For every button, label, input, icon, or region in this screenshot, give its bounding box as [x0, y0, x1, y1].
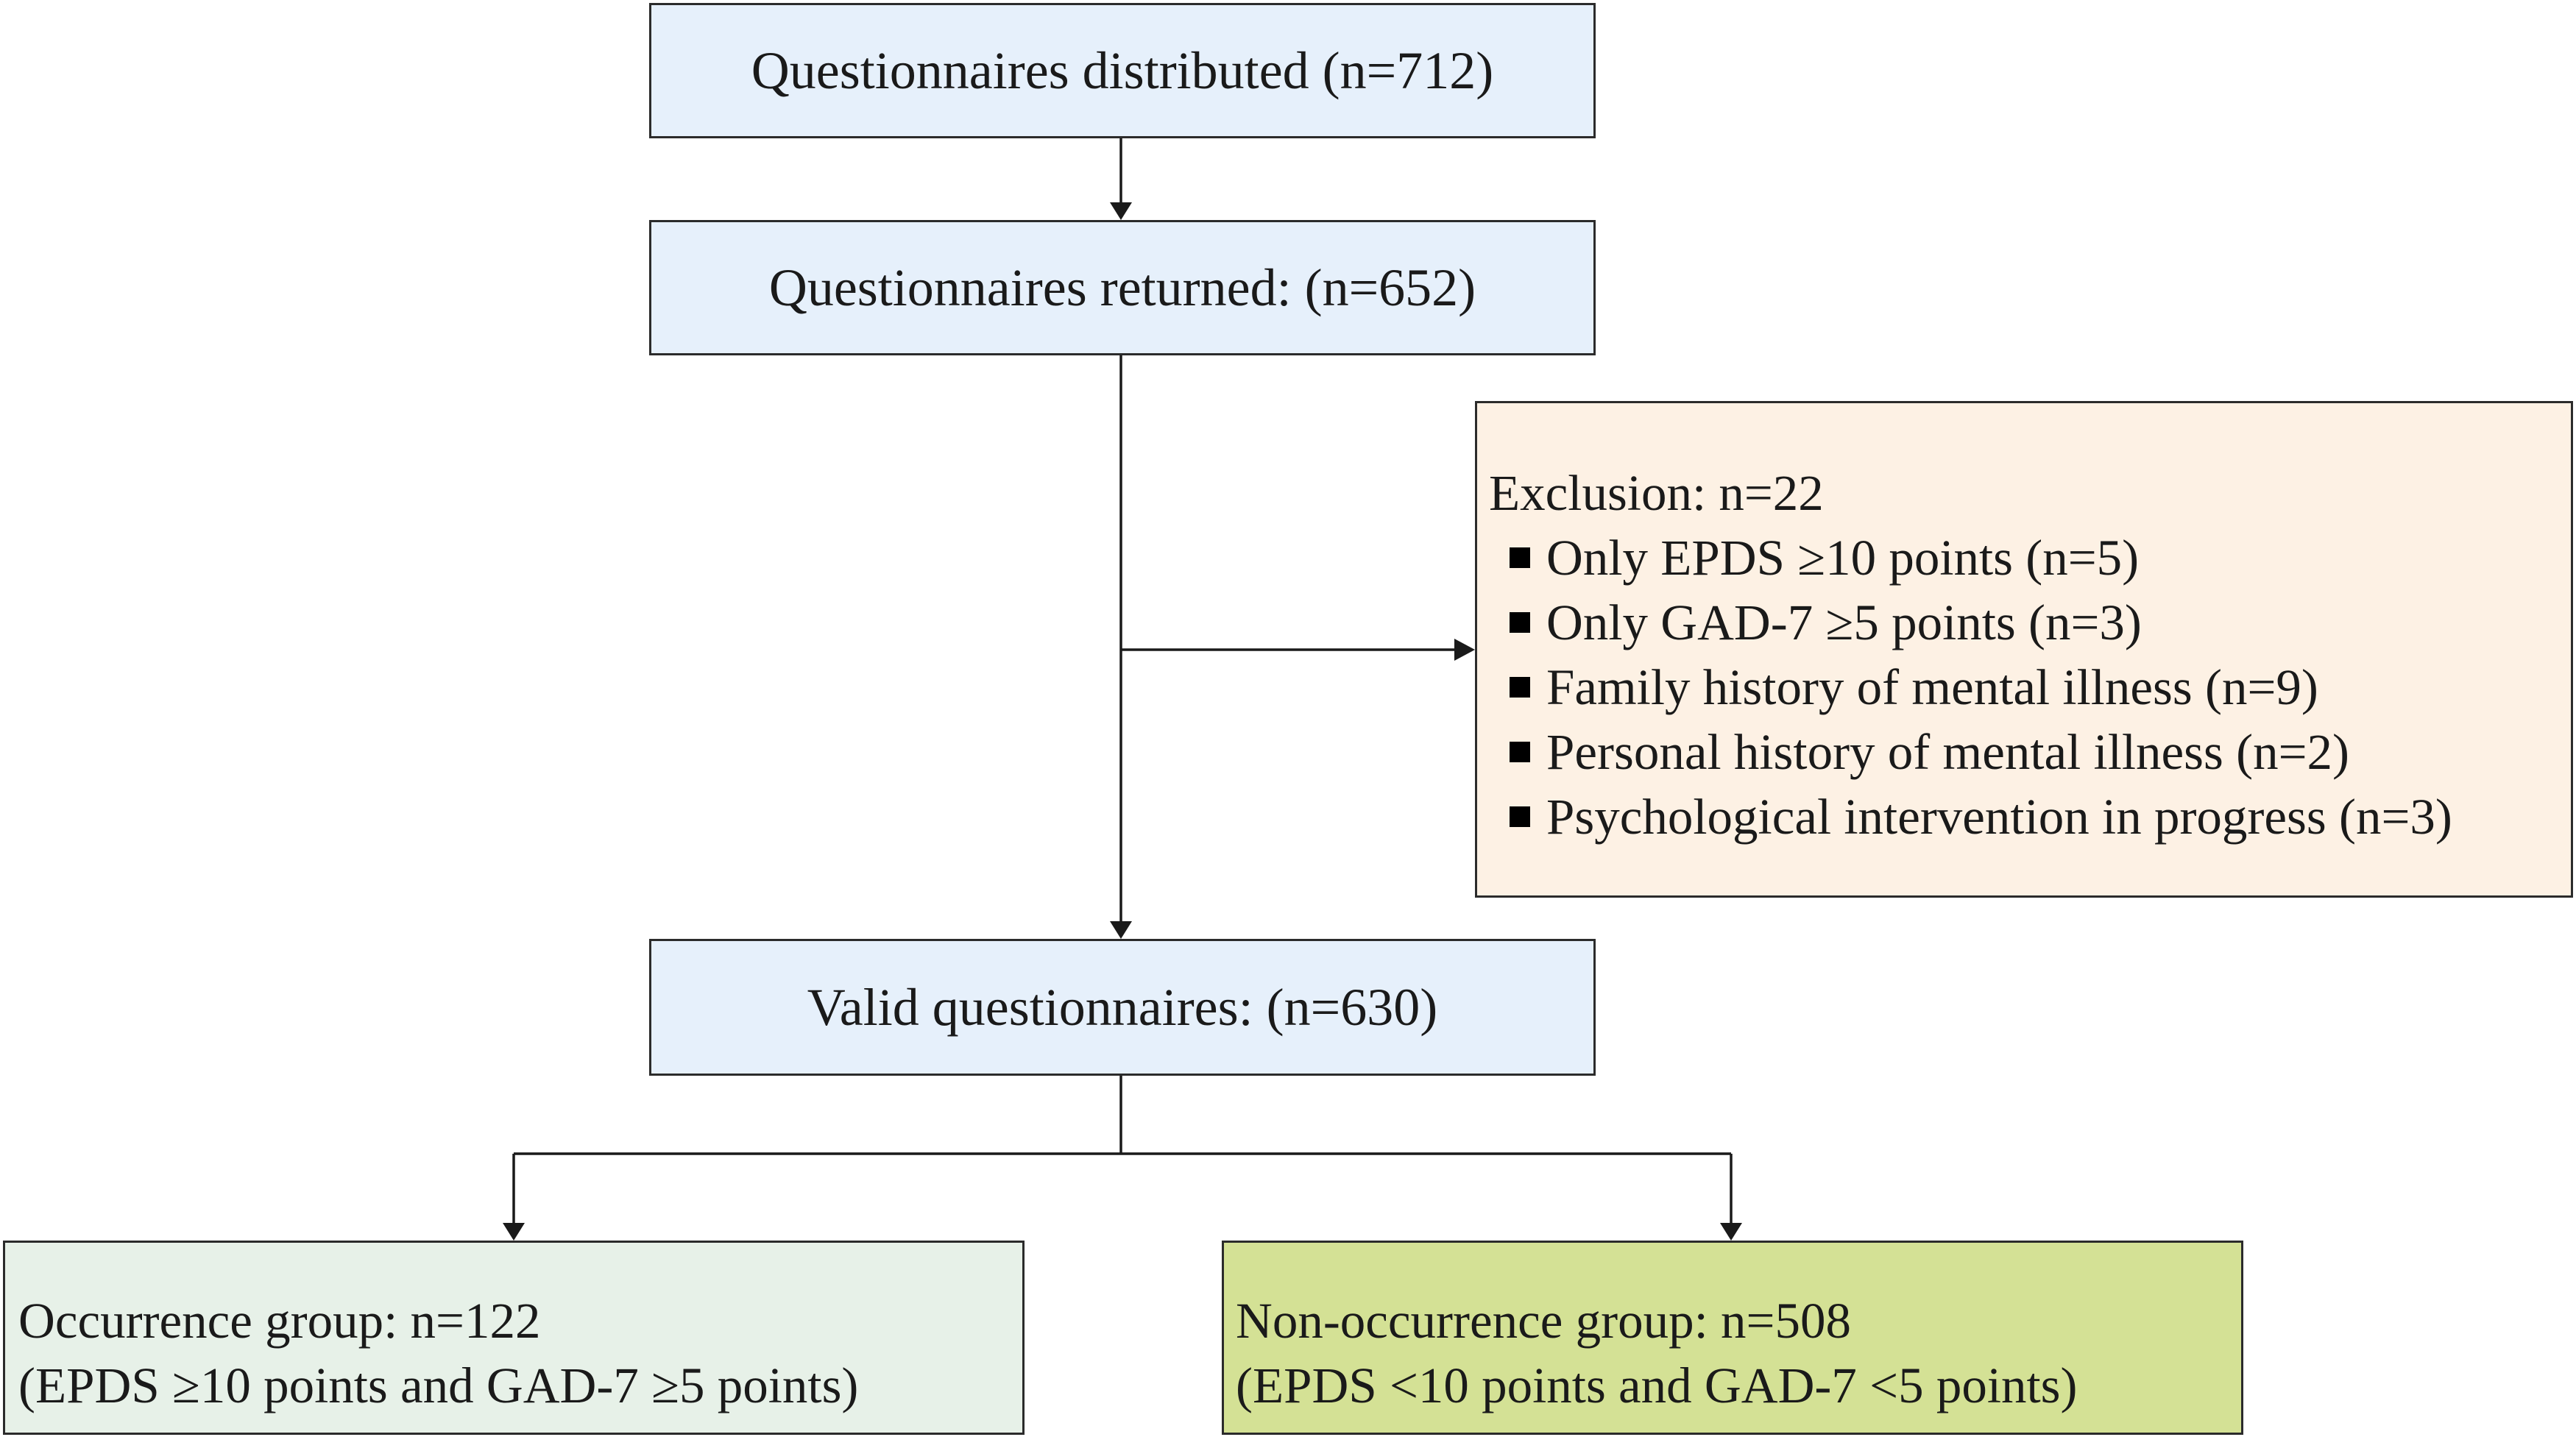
exclusion-box: Exclusion: n=22 Only EPDS ≥10 points (n=… [1475, 401, 2573, 898]
arrowhead-returned [1110, 202, 1132, 220]
exclusion-item: Psychological intervention in progress (… [1510, 784, 2571, 849]
exclusion-list: Only EPDS ≥10 points (n=5) Only GAD-7 ≥5… [1489, 525, 2571, 849]
exclusion-item-label: Only GAD-7 ≥5 points (n=3) [1546, 595, 2142, 650]
arrowhead-nonoccurrence [1720, 1223, 1742, 1241]
arrowhead-exclusion [1454, 639, 1475, 661]
valid-box: Valid questionnaires: (n=630) [649, 939, 1596, 1076]
returned-box: Questionnaires returned: (n=652) [649, 220, 1596, 355]
distributed-box: Questionnaires distributed (n=712) [649, 3, 1596, 138]
exclusion-item: Only GAD-7 ≥5 points (n=3) [1510, 590, 2571, 655]
square-bullet-icon [1510, 806, 1530, 827]
exclusion-item-label: Personal history of mental illness (n=2) [1546, 724, 2349, 780]
valid-label: Valid questionnaires: (n=630) [807, 978, 1438, 1037]
exclusion-item: Only EPDS ≥10 points (n=5) [1510, 525, 2571, 590]
occurrence-group-box: Occurrence group: n=122 (EPDS ≥10 points… [3, 1241, 1025, 1435]
arrowhead-occurrence [503, 1223, 525, 1241]
exclusion-item: Family history of mental illness (n=9) [1510, 655, 2571, 720]
exclusion-item: Personal history of mental illness (n=2) [1510, 720, 2571, 784]
returned-label: Questionnaires returned: (n=652) [768, 258, 1476, 317]
arrowhead-valid [1110, 921, 1132, 939]
exclusion-item-label: Only EPDS ≥10 points (n=5) [1546, 530, 2140, 586]
occurrence-criteria: (EPDS ≥10 points and GAD-7 ≥5 points) [18, 1358, 859, 1413]
square-bullet-icon [1510, 677, 1530, 698]
distributed-label: Questionnaires distributed (n=712) [751, 41, 1494, 100]
nonoccurrence-criteria: (EPDS <10 points and GAD-7 <5 points) [1236, 1358, 2078, 1413]
nonoccurrence-title: Non-occurrence group: n=508 [1236, 1293, 1851, 1349]
exclusion-item-label: Family history of mental illness (n=9) [1546, 659, 2318, 715]
square-bullet-icon [1510, 547, 1530, 568]
exclusion-item-label: Psychological intervention in progress (… [1546, 789, 2452, 845]
nonoccurrence-group-box: Non-occurrence group: n=508 (EPDS <10 po… [1222, 1241, 2243, 1435]
square-bullet-icon [1510, 742, 1530, 762]
exclusion-title: Exclusion: n=22 [1489, 465, 1824, 521]
occurrence-title: Occurrence group: n=122 [18, 1293, 541, 1349]
square-bullet-icon [1510, 612, 1530, 633]
